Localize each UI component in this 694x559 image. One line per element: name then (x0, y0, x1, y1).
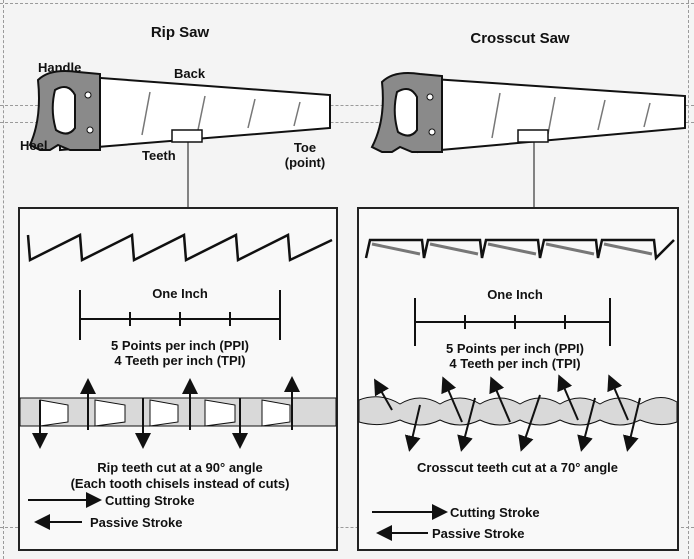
rip-saw-illustration (28, 70, 331, 208)
heel-label: Heel (20, 138, 48, 153)
rip-caption-1: Rip teeth cut at a 90° angle (97, 460, 263, 475)
toe-sub-label: (point) (284, 155, 326, 170)
rip-wood-section (19, 397, 337, 427)
rip-saw-title: Rip Saw (150, 24, 210, 41)
rip-cutting-stroke: Cutting Stroke (105, 493, 195, 508)
guide-line (0, 527, 694, 528)
guide-line (688, 0, 689, 559)
crosscut-saw-title: Crosscut Saw (470, 30, 570, 47)
crosscut-saw-illustration (370, 72, 686, 208)
rip-ruler (79, 290, 281, 340)
handle-label: Handle (38, 60, 82, 75)
rip-ppi: 5 Points per inch (PPI) (111, 338, 249, 353)
crosscut-stroke-arrows (372, 374, 641, 541)
rip-teeth-row (26, 233, 333, 262)
crosscut-one-inch: One Inch (487, 287, 543, 302)
crosscut-tpi: 4 Teeth per inch (TPI) (449, 356, 581, 371)
crosscut-teeth-row (364, 238, 675, 261)
crosscut-ppi: 5 Points per inch (PPI) (446, 341, 584, 356)
rip-caption-2: (Each tooth chisels instead of cuts) (70, 476, 290, 491)
guide-line (0, 105, 694, 106)
teeth-label: Teeth (142, 148, 176, 163)
toe-label: Toe (293, 140, 317, 155)
rip-tpi: 4 Teeth per inch (TPI) (114, 353, 246, 368)
crosscut-ruler (414, 298, 611, 346)
rip-stroke-arrows (28, 376, 300, 530)
crosscut-cutting-stroke: Cutting Stroke (450, 505, 540, 520)
rip-passive-stroke: Passive Stroke (90, 515, 183, 530)
crosscut-caption: Crosscut teeth cut at a 70° angle (417, 460, 618, 475)
crosscut-wood-section (358, 396, 678, 426)
crosscut-passive-stroke: Passive Stroke (432, 526, 525, 541)
back-label: Back (174, 66, 206, 81)
guide-line (0, 3, 694, 4)
crosscut-detail-panel (357, 207, 679, 551)
rip-one-inch: One Inch (152, 286, 208, 301)
guide-line (0, 122, 694, 123)
guide-line (3, 0, 4, 559)
